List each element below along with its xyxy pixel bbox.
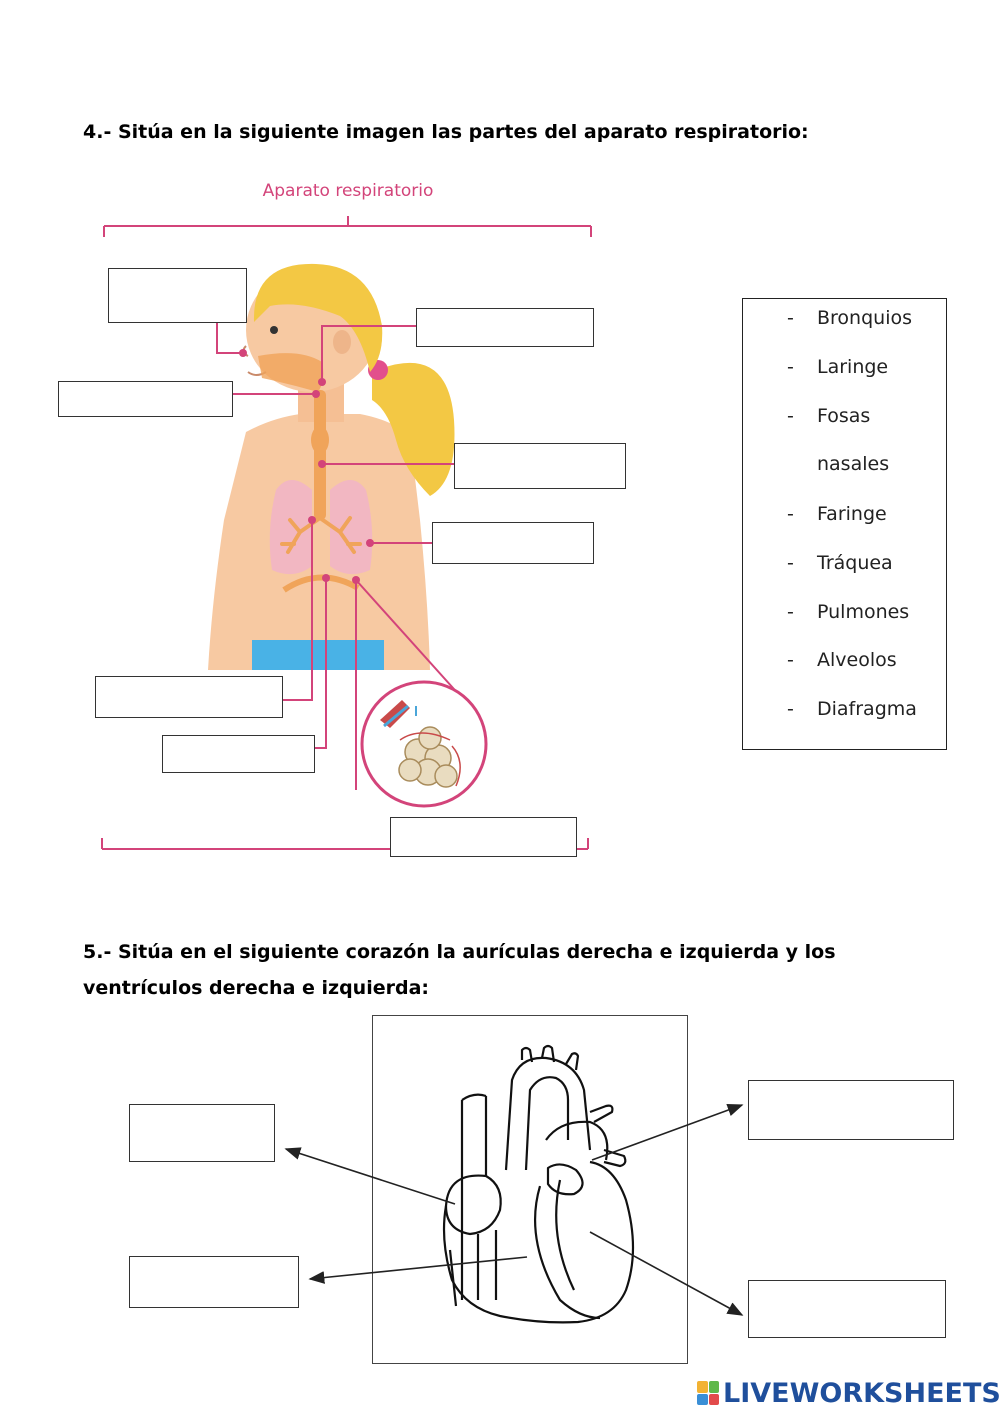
- heart-arrows: [284, 1103, 744, 1316]
- question-4-heading: 4.- Sitúa en la siguiente imagen las par…: [83, 121, 809, 143]
- word-bank-item-label: nasales: [817, 453, 890, 475]
- answer-box-alveolos[interactable]: [390, 817, 577, 857]
- word-bank-item-label: Pulmones: [817, 601, 910, 623]
- heart-diagram: [284, 1044, 744, 1324]
- answer-box-ventriculo-izquierdo[interactable]: [748, 1280, 946, 1338]
- question-5-heading-line-2: ventrículos derecha e izquierda:: [83, 977, 429, 999]
- heart-diagram-frame: [372, 1015, 688, 1364]
- respiratory-diagram: Aparato respiratorio: [101, 181, 592, 850]
- diagram-title: Aparato respiratorio: [263, 181, 434, 201]
- answer-box-fosas-nasales[interactable]: [108, 268, 247, 323]
- answer-box-faringe[interactable]: [416, 308, 594, 347]
- leader-dots: [239, 349, 374, 584]
- question-5-heading-line-1: 5.- Sitúa en el siguiente corazón la aur…: [83, 941, 836, 963]
- leader-lines: [216, 322, 463, 790]
- word-bank-item-label: Alveolos: [817, 649, 897, 671]
- answer-box-auricula-izquierda[interactable]: [748, 1080, 954, 1140]
- word-bank-item-label: Diafragma: [817, 698, 917, 720]
- word-bank-item-label: Faringe: [817, 503, 887, 525]
- liveworksheets-logo: LIVEWORKSHEETS: [697, 1376, 1000, 1410]
- answer-box-auricula-derecha[interactable]: [129, 1104, 275, 1162]
- word-bank-item-label: Bronquios: [817, 307, 912, 329]
- liveworksheets-mark-icon: [697, 1381, 719, 1405]
- heart-outline: [442, 1044, 635, 1324]
- answer-box-traquea[interactable]: [454, 443, 626, 489]
- word-bank-item-label: Tráquea: [817, 552, 893, 574]
- answer-box-pulmones[interactable]: [432, 522, 594, 564]
- answer-box-diafragma[interactable]: [162, 735, 315, 773]
- liveworksheets-wordmark: LIVEWORKSHEETS: [723, 1377, 1000, 1409]
- word-bank: - Bronquios - Laringe - Fosas nasales - …: [742, 298, 947, 750]
- answer-box-ventriculo-derecho[interactable]: [129, 1256, 299, 1308]
- word-bank-item-label: Fosas: [817, 405, 871, 427]
- answer-box-bronquios[interactable]: [95, 676, 283, 718]
- answer-box-laringe[interactable]: [58, 381, 233, 417]
- girl-illustration: [208, 263, 455, 670]
- alveoli-zoom: [360, 680, 488, 808]
- top-bracket: [103, 216, 592, 237]
- word-bank-item-label: Laringe: [817, 356, 889, 378]
